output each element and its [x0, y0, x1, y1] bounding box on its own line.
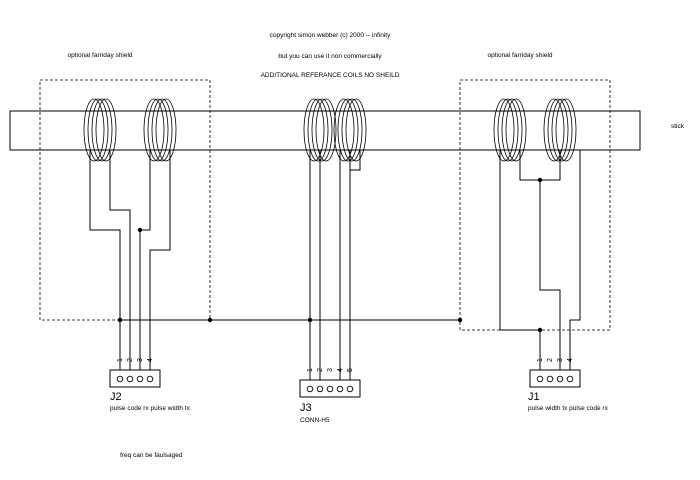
connector-j1-ref: J1 — [528, 391, 540, 403]
right-shield-label: optional farriday shield — [487, 52, 552, 59]
pin-number: 2 — [127, 358, 134, 362]
connector-j3-body — [299, 379, 361, 398]
connector-pin — [316, 385, 324, 393]
reference-note: ADDITIONAL REFERANCE COILS NO SHEILD — [261, 72, 400, 79]
connector-pin — [326, 385, 334, 393]
coil-winding — [315, 98, 337, 162]
pin-number: 4 — [147, 358, 154, 362]
coil-winding — [543, 98, 565, 162]
coil-winding — [497, 98, 519, 162]
coil-winding — [493, 98, 515, 162]
coil-winding — [143, 98, 165, 162]
connector-pin — [546, 375, 554, 383]
connector-j1-desc: pulse width tx pulse code rx — [528, 405, 609, 412]
usage-text: but you can use it non commercially — [278, 53, 382, 60]
connector-j2-ref: J2 — [110, 391, 122, 403]
connector-pin — [336, 385, 344, 393]
coil-winding — [551, 98, 573, 162]
right-faraday-shield — [459, 79, 611, 331]
coil-winding — [147, 98, 169, 162]
coil-winding — [151, 98, 173, 162]
coil-winding — [91, 98, 113, 162]
coil-winding — [345, 98, 367, 162]
connector-j3-desc: CONN-H5 — [300, 417, 330, 424]
footnote: freq can be faulsaged — [120, 452, 183, 459]
connector-j1-body — [529, 369, 581, 388]
coil-winding — [501, 98, 523, 162]
pin-number: 3 — [137, 358, 144, 362]
connector-pin — [306, 385, 314, 393]
coil-winding — [155, 98, 177, 162]
connector-pin — [126, 375, 134, 383]
coil-winding — [333, 98, 355, 162]
pin-number: 2 — [547, 358, 554, 362]
junction-dots — [117, 177, 543, 333]
coil-winding — [547, 98, 569, 162]
connector-pin — [116, 375, 124, 383]
pin-number: 4 — [337, 368, 344, 372]
coil-winding — [87, 98, 109, 162]
pin-number: 1 — [117, 358, 124, 362]
wiring — [89, 150, 581, 380]
pin-number: 3 — [557, 358, 564, 362]
pin-number: 1 — [537, 358, 544, 362]
connector-pin — [346, 385, 354, 393]
pin-number: 2 — [317, 368, 324, 372]
reference-coil-a — [303, 98, 337, 162]
pin-number: 3 — [327, 368, 334, 372]
coil-winding — [95, 98, 117, 162]
coil-winding — [307, 98, 329, 162]
coil-group — [83, 98, 577, 162]
connector-pin — [146, 375, 154, 383]
reference-coil-b — [333, 98, 367, 162]
left-faraday-shield — [39, 79, 211, 321]
coil-winding — [505, 98, 527, 162]
stick-label: stick — [671, 123, 685, 130]
coil-winding — [555, 98, 577, 162]
copyright-text: copyright simon webber (c) 2000 -- infin… — [270, 32, 391, 39]
pin-number: 4 — [567, 358, 574, 362]
pin-number: 5 — [347, 368, 354, 372]
coil-winding — [83, 98, 105, 162]
coil-winding — [341, 98, 363, 162]
right-rx-coil — [493, 98, 527, 162]
stick-rod — [9, 110, 641, 151]
connector-j2-body — [109, 369, 161, 388]
coil-winding — [303, 98, 325, 162]
left-rx-coil — [143, 98, 177, 162]
connector-pin — [136, 375, 144, 383]
connector-j3-ref: J3 — [300, 402, 312, 414]
connector-pin — [566, 375, 574, 383]
connector-pin — [536, 375, 544, 383]
connector-j2-desc: pulse code rx pulse width tx — [110, 405, 191, 412]
coil-winding — [311, 98, 333, 162]
left-shield-label: optional farriday shield — [67, 52, 132, 59]
right-tx-coil — [543, 98, 577, 162]
connector-pin — [556, 375, 564, 383]
coil-winding — [337, 98, 359, 162]
pin-number: 1 — [307, 368, 314, 372]
left-tx-coil — [83, 98, 117, 162]
